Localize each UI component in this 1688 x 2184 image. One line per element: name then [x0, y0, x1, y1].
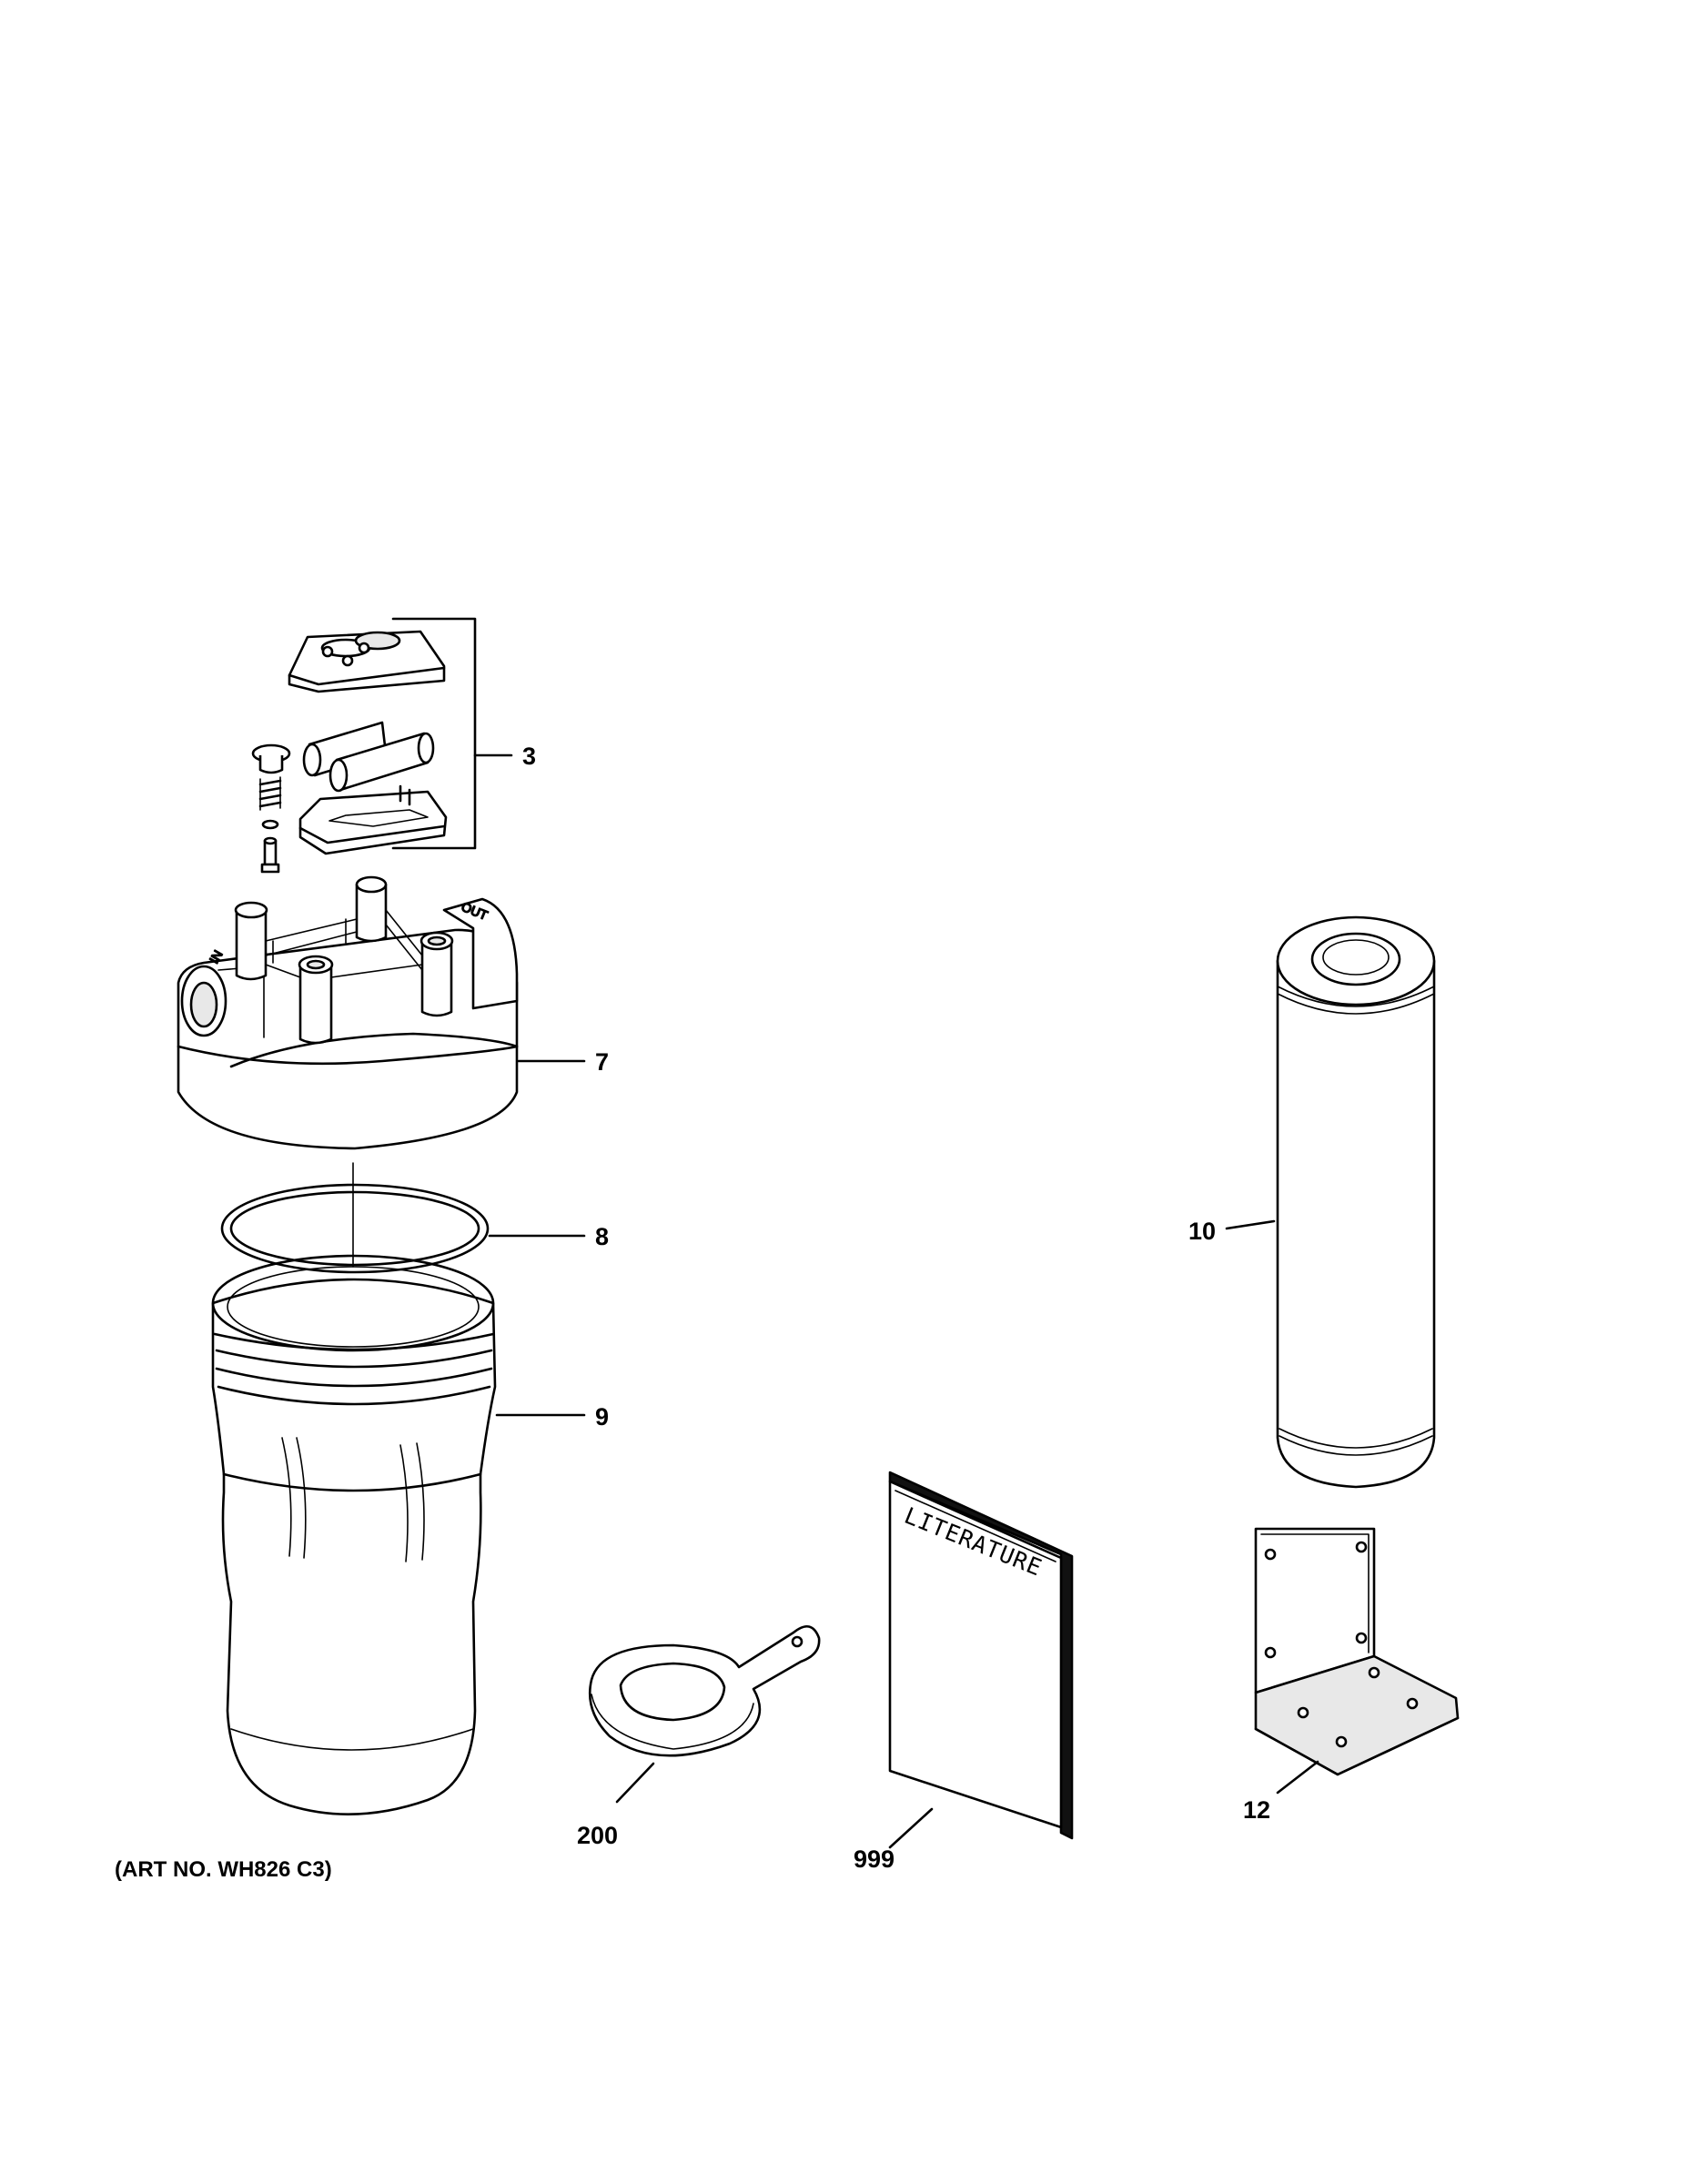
part-9-housing-bowl: 9: [211, 1254, 609, 1815]
part-10-filter-cartridge: 10: [1188, 915, 1436, 1489]
art-number: (ART NO. WH826 C3): [115, 1857, 332, 1882]
valve-base-tray: [298, 784, 448, 855]
valve-small-parts: [251, 743, 291, 874]
callout-7: 7: [595, 1048, 609, 1076]
part-999-literature: LITERATURE 999: [854, 1471, 1074, 1873]
callout-3: 3: [522, 743, 536, 770]
part-3-valve-kit: 3: [251, 617, 536, 874]
part-12-mounting-bracket: 12: [1243, 1527, 1460, 1824]
part-7-housing-cap: OUT IN 7: [177, 875, 609, 1150]
part-8-o-ring: 8: [220, 1183, 609, 1274]
part-200-wrench: 200: [577, 1625, 821, 1849]
callout-999: 999: [854, 1845, 895, 1873]
valve-top-cap: [288, 630, 446, 693]
callout-10: 10: [1188, 1218, 1216, 1245]
callout-12: 12: [1243, 1796, 1270, 1824]
callout-9: 9: [595, 1403, 609, 1431]
callout-200: 200: [577, 1822, 618, 1849]
callout-8: 8: [595, 1223, 609, 1250]
valve-rollers: [302, 721, 435, 793]
